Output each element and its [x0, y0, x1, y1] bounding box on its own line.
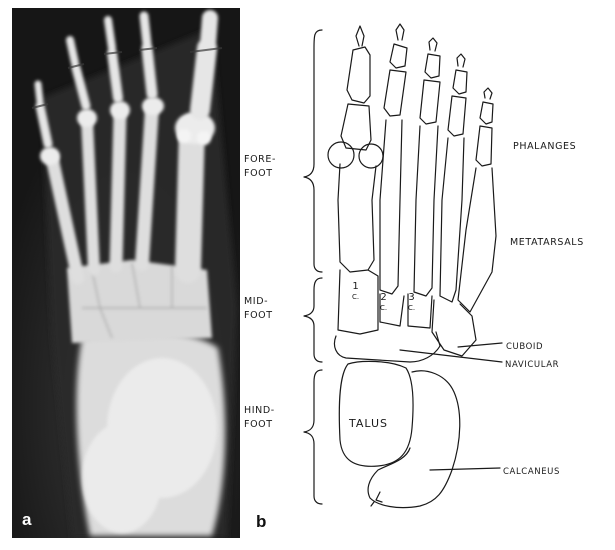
label-calcaneus: CALCANEUS: [503, 465, 560, 479]
label-cuboid: CUBOID: [506, 340, 543, 354]
label-navicular: NAVICULAR: [505, 358, 559, 372]
xray-panel: a: [12, 8, 240, 538]
forefoot-brace: [304, 30, 322, 272]
calcaneus-outline: [368, 371, 460, 508]
midfoot-brace: [304, 278, 322, 362]
cuneiform-abbrev: C.: [352, 292, 359, 302]
region-label-hindfoot: HIND- FOOT: [244, 404, 275, 432]
cuneiform-abbrev: C.: [408, 303, 415, 313]
xray-image: [12, 8, 240, 538]
hindfoot-brace: [304, 370, 322, 504]
talus-outline: [339, 361, 413, 466]
diagram-panel: FORE- FOOT MID- FOOT HIND- FOOT PHALANGE…: [240, 0, 615, 550]
cuboid-leader: [458, 343, 502, 347]
label-phalanges: PHALANGES: [513, 140, 576, 154]
label-metatarsals: METATARSALS: [510, 236, 584, 250]
cuneiform-1-label: 1 C.: [352, 282, 359, 302]
cuneiform-number: 1: [352, 281, 358, 292]
cuneiform-number: 3: [408, 292, 414, 303]
region-label-midfoot: MID- FOOT: [244, 295, 273, 323]
label-talus: TALUS: [349, 417, 388, 431]
cuneiform-2-label: 2 C.: [380, 293, 387, 313]
panel-a-label: a: [22, 510, 31, 530]
cuneiform-abbrev: C.: [380, 303, 387, 313]
calcaneus-leader: [430, 468, 500, 470]
cuneiform-number: 2: [380, 292, 386, 303]
panel-b-label: b: [256, 512, 266, 532]
cuneiform-3-label: 3 C.: [408, 293, 415, 313]
region-label-forefoot: FORE- FOOT: [244, 153, 276, 181]
